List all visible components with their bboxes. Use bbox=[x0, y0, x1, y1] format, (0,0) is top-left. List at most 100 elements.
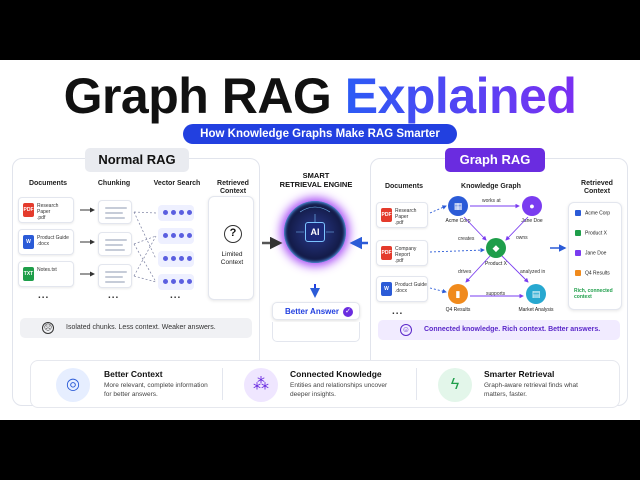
features-strip bbox=[30, 360, 620, 408]
retrieved-item: Product X bbox=[575, 230, 607, 236]
letterbox-top bbox=[0, 0, 640, 60]
check-icon: ✓ bbox=[343, 307, 353, 317]
question-mark-icon: ? bbox=[224, 225, 242, 243]
retrieved-item: Jane Doe bbox=[575, 250, 606, 256]
doc-name: Notes.txt bbox=[37, 267, 57, 273]
retrieved-context-list bbox=[568, 202, 622, 310]
col-chunking: Chunking bbox=[97, 180, 131, 187]
graph-doc-research-paper: PDF Research Paper .pdf bbox=[376, 202, 428, 228]
doc-name: Company Report .pdf bbox=[395, 246, 417, 264]
sad-face-icon: ☹ bbox=[42, 322, 54, 334]
edge-creates: creates bbox=[458, 236, 475, 242]
better-answer-card: Better Answer ✓ bbox=[272, 302, 360, 320]
pdf-icon: PDF bbox=[381, 208, 392, 222]
doc-product-guide: W Product Guide .docx bbox=[18, 229, 74, 255]
node-market-label: Market Analysis bbox=[518, 307, 554, 313]
pdf-icon: PDF bbox=[381, 246, 392, 260]
col-retrieved-context-left: Retrieved Context bbox=[217, 180, 249, 195]
feature-title: Smarter Retrieval bbox=[484, 369, 555, 379]
cube-icon bbox=[575, 230, 581, 236]
word-icon: W bbox=[23, 235, 34, 249]
retrieved-item: Q4 Results bbox=[575, 270, 610, 276]
edge-works-at: works at bbox=[482, 198, 501, 204]
node-q4-label: Q4 Results bbox=[445, 307, 471, 313]
vector bbox=[158, 251, 194, 267]
doc-name: Product Guide .docx bbox=[395, 282, 427, 294]
engine-title: SMART RETRIEVAL ENGINE bbox=[279, 171, 353, 189]
title-part-1: Graph RAG bbox=[63, 68, 332, 124]
building-icon bbox=[575, 210, 581, 216]
cube-icon: ◆ bbox=[486, 238, 506, 258]
vector bbox=[158, 205, 194, 221]
happy-face-icon: ☺ bbox=[400, 324, 412, 336]
target-icon: ◎ bbox=[56, 368, 90, 402]
person-icon bbox=[575, 250, 581, 256]
title-part-2: Explained bbox=[344, 68, 577, 124]
ai-chip-icon: AI bbox=[305, 222, 325, 242]
col-retrieved-context-right: Retrieved Context bbox=[581, 180, 613, 195]
chunk bbox=[98, 264, 132, 288]
node-jane-label: Jane Doe bbox=[521, 218, 543, 224]
retrieved-item-label: Product X bbox=[585, 230, 607, 237]
network-icon: ⁂ bbox=[244, 368, 278, 402]
edge-supports: supports bbox=[486, 291, 506, 297]
doc-name: Product Guide .docx bbox=[37, 235, 69, 247]
graph-doc-company-report: PDF Company Report .pdf bbox=[376, 240, 428, 266]
limited-context-text: Limited Context bbox=[220, 251, 244, 266]
edge-analyzed-in: analyzed in bbox=[520, 269, 546, 275]
pdf-icon: PDF bbox=[23, 203, 34, 217]
vector bbox=[158, 228, 194, 244]
col-documents-right: Documents bbox=[384, 183, 424, 190]
vector bbox=[158, 274, 194, 290]
docs-ellipsis: ... bbox=[38, 290, 50, 301]
col-documents-left: Documents bbox=[28, 180, 68, 187]
feature-title: Connected Knowledge bbox=[290, 369, 382, 379]
answer-body bbox=[272, 322, 360, 342]
person-icon: ● bbox=[522, 196, 542, 216]
doc-name: Research Paper .pdf bbox=[37, 203, 59, 221]
chunks-ellipsis: ... bbox=[108, 290, 120, 301]
status-text: Connected knowledge. Rich context. Bette… bbox=[424, 326, 601, 333]
lightning-icon: ϟ bbox=[438, 368, 472, 402]
graph-doc-product-guide: W Product Guide .docx bbox=[376, 276, 428, 302]
edge-drives: drives bbox=[458, 269, 472, 275]
doc-name: Research Paper .pdf bbox=[395, 208, 417, 226]
feature-desc: More relevant, complete information for … bbox=[104, 382, 208, 398]
chunk bbox=[98, 200, 132, 224]
feature-title: Better Context bbox=[104, 369, 163, 379]
better-answer-label: Better Answer bbox=[285, 307, 339, 316]
retrieved-item-label: Q4 Results bbox=[585, 270, 610, 277]
feature-desc: Entities and relationships uncover deepe… bbox=[290, 382, 388, 398]
subtitle: How Knowledge Graphs Make RAG Smarter bbox=[183, 124, 457, 144]
graph-rag-status: ☺ Connected knowledge. Rich context. Bet… bbox=[378, 320, 620, 340]
rich-context-note: Rich, connected context bbox=[574, 288, 613, 300]
node-product-label: Product X bbox=[485, 261, 507, 267]
word-icon: W bbox=[381, 282, 392, 296]
vectors-ellipsis: ... bbox=[170, 290, 182, 301]
normal-rag-status: ☹ Isolated chunks. Less context. Weaker … bbox=[20, 318, 252, 338]
doc-research-paper: PDF Research Paper .pdf bbox=[18, 197, 74, 223]
bar-chart-icon bbox=[575, 270, 581, 276]
col-vector-search: Vector Search bbox=[153, 180, 201, 187]
letterbox-bottom bbox=[0, 420, 640, 480]
chunk bbox=[98, 232, 132, 256]
retrieved-item-label: Acme Corp bbox=[585, 210, 611, 217]
txt-icon: TXT bbox=[23, 267, 34, 281]
retrieved-context-box bbox=[208, 196, 254, 300]
graph-docs-ellipsis: ... bbox=[392, 306, 404, 317]
diagram-content: Graph RAG Explained How Knowledge Graphs… bbox=[0, 60, 640, 420]
normal-rag-label: Normal RAG bbox=[85, 148, 189, 172]
retrieved-item: Acme Corp bbox=[575, 210, 610, 216]
bar-chart-icon: ▮ bbox=[448, 284, 468, 304]
edge-owns: owns bbox=[516, 235, 528, 241]
building-icon: ▦ bbox=[448, 196, 468, 216]
retrieved-item-label: Jane Doe bbox=[585, 250, 607, 257]
page-title: Graph RAG Explained bbox=[0, 68, 640, 124]
document-chart-icon: ▤ bbox=[526, 284, 546, 304]
graph-rag-label: Graph RAG bbox=[445, 148, 545, 172]
col-knowledge-graph: Knowledge Graph bbox=[461, 183, 521, 190]
node-acme-label: Acme Corp bbox=[445, 218, 471, 224]
status-text: Isolated chunks. Less context. Weaker an… bbox=[66, 324, 216, 331]
divider bbox=[222, 368, 223, 400]
